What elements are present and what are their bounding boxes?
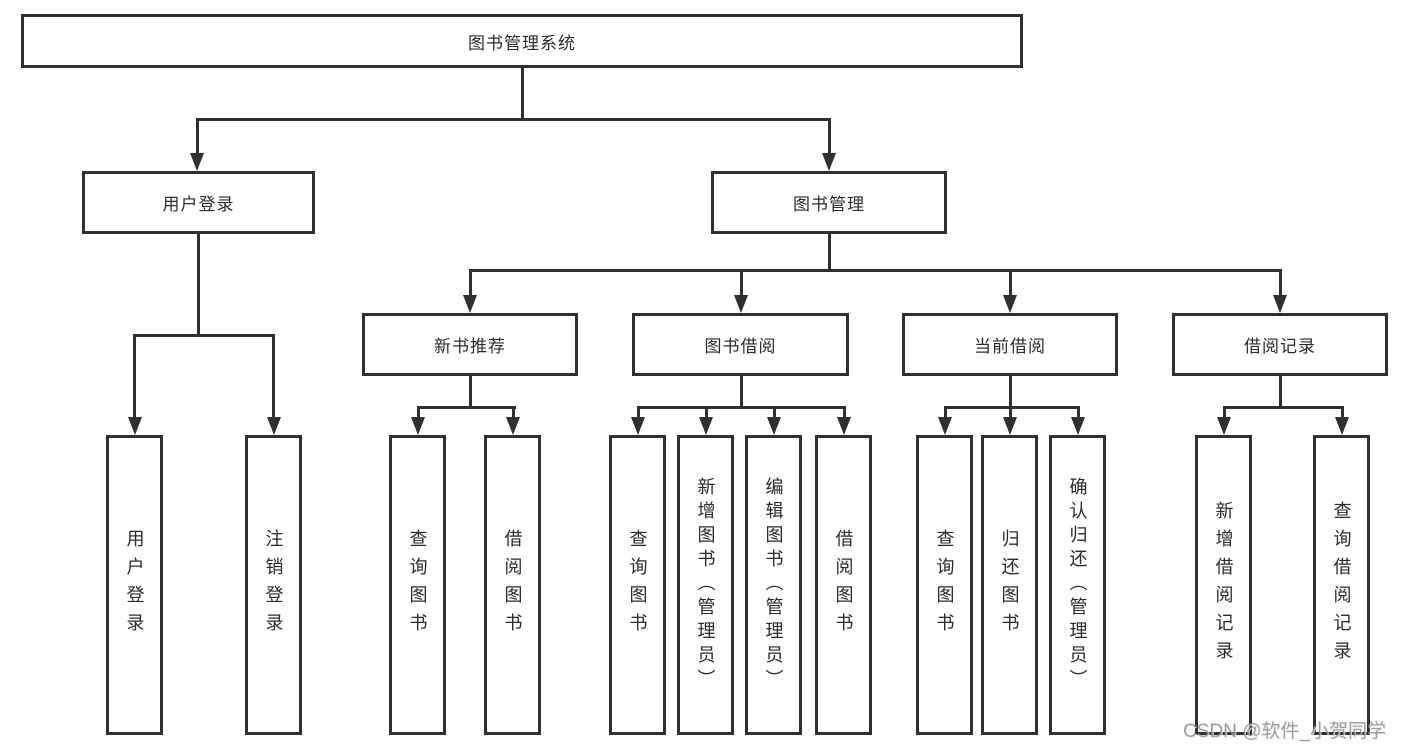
connector-vline — [739, 269, 743, 297]
connector-hline — [636, 406, 846, 409]
leaf-current-confirm-return-admin: 确认归还（管理员） — [1049, 435, 1106, 735]
leaf-borrow-borrow-book: 借阅图书 — [815, 435, 872, 735]
arrow-down-icon — [631, 417, 645, 435]
connector-vline — [1278, 269, 1282, 297]
node-root-label: 图书管理系统 — [468, 33, 576, 53]
leaf-recommend-query-book: 查询图书 — [389, 435, 446, 735]
leaf-record-add-label: 新增借阅记录 — [1213, 501, 1234, 669]
arrow-down-icon — [411, 417, 425, 435]
csdn-watermark: CSDN @软件_小贺同学 — [1183, 721, 1386, 742]
node-book-management: 图书管理 — [711, 171, 947, 234]
leaf-record-query-label: 查询借阅记录 — [1331, 501, 1352, 669]
connector-hline — [416, 406, 516, 409]
connector-vline — [272, 334, 275, 419]
leaf-borrow-borrow-book-label: 借阅图书 — [833, 529, 854, 641]
connector-vline — [1008, 406, 1012, 419]
connector-vline — [772, 406, 776, 419]
arrow-down-icon — [1273, 295, 1287, 313]
leaf-recommend-query-book-label: 查询图书 — [407, 529, 428, 641]
connector-vline — [842, 406, 846, 419]
connector-vline — [520, 68, 524, 120]
arrow-down-icon — [1003, 417, 1017, 435]
connector-hline — [1222, 406, 1344, 409]
connector-vline — [827, 234, 831, 271]
connector-vline — [195, 118, 199, 155]
arrow-down-icon — [1335, 417, 1349, 435]
connector-vline — [739, 376, 743, 409]
leaf-current-return-book-label: 归还图书 — [999, 529, 1020, 641]
node-book-management-label: 图书管理 — [793, 195, 865, 214]
leaf-logout: 注销登录 — [245, 435, 302, 735]
arrow-down-icon — [1003, 295, 1017, 313]
node-new-book-recommend: 新书推荐 — [362, 313, 578, 376]
node-current-borrow-label: 当前借阅 — [974, 337, 1046, 356]
leaf-current-confirm-return-admin-label: 确认归还（管理员） — [1067, 477, 1088, 693]
leaf-recommend-borrow-book-label: 借阅图书 — [502, 529, 523, 641]
leaf-borrow-query-book: 查询图书 — [609, 435, 666, 735]
arrow-down-icon — [822, 153, 836, 171]
leaf-record-query: 查询借阅记录 — [1313, 435, 1370, 735]
arrow-down-icon — [767, 417, 781, 435]
connector-vline — [468, 376, 472, 409]
leaf-user-login-label: 用户登录 — [124, 529, 145, 641]
connector-vline — [1222, 406, 1226, 419]
connector-vline — [416, 406, 420, 419]
arrow-down-icon — [127, 417, 142, 435]
leaf-borrow-add-book-admin-label: 新增图书（管理员） — [695, 477, 716, 693]
connector-vline — [468, 269, 472, 297]
node-book-borrow: 图书借阅 — [632, 313, 849, 376]
arrow-down-icon — [506, 417, 520, 435]
connector-hline — [468, 269, 1282, 272]
node-root: 图书管理系统 — [21, 14, 1023, 68]
connector-vline — [197, 234, 200, 336]
leaf-current-query-book: 查询图书 — [916, 435, 973, 735]
arrow-down-icon — [1071, 417, 1085, 435]
node-book-borrow-label: 图书借阅 — [704, 337, 777, 356]
node-borrow-record: 借阅记录 — [1172, 313, 1388, 376]
connector-vline — [636, 406, 640, 419]
connector-vline — [133, 334, 136, 419]
leaf-recommend-borrow-book: 借阅图书 — [484, 435, 541, 735]
node-user-login: 用户登录 — [82, 171, 315, 234]
leaf-borrow-query-book-label: 查询图书 — [627, 529, 648, 641]
arrow-down-icon — [837, 417, 851, 435]
leaf-current-return-book: 归还图书 — [981, 435, 1038, 735]
arrow-down-icon — [938, 417, 952, 435]
connector-vline — [1340, 406, 1344, 419]
node-user-login-label: 用户登录 — [162, 195, 235, 214]
connector-vline — [943, 406, 947, 419]
connector-hline — [195, 118, 831, 121]
leaf-logout-label: 注销登录 — [263, 529, 284, 641]
node-borrow-record-label: 借阅记录 — [1244, 337, 1316, 356]
arrow-down-icon — [190, 153, 204, 171]
leaf-user-login: 用户登录 — [106, 435, 163, 735]
connector-hline — [943, 406, 1080, 409]
arrow-down-icon — [699, 417, 713, 435]
connector-vline — [1008, 376, 1012, 409]
connector-vline — [511, 406, 515, 419]
connector-vline — [1278, 376, 1282, 409]
leaf-borrow-edit-book-admin-label: 编辑图书（管理员） — [763, 477, 784, 693]
connector-vline — [704, 406, 708, 419]
arrow-down-icon — [1217, 417, 1231, 435]
connector-vline — [1008, 269, 1012, 297]
leaf-borrow-add-book-admin: 新增图书（管理员） — [677, 435, 734, 735]
connector-vline — [1076, 406, 1080, 419]
leaf-current-query-book-label: 查询图书 — [934, 529, 955, 641]
node-new-book-recommend-label: 新书推荐 — [434, 337, 506, 356]
connector-hline — [133, 334, 275, 337]
arrow-down-icon — [734, 295, 748, 313]
leaf-record-add: 新增借阅记录 — [1195, 435, 1252, 735]
node-current-borrow: 当前借阅 — [902, 313, 1118, 376]
arrow-down-icon — [463, 295, 477, 313]
connector-vline — [827, 118, 831, 155]
leaf-borrow-edit-book-admin: 编辑图书（管理员） — [745, 435, 802, 735]
arrow-down-icon — [266, 417, 281, 435]
